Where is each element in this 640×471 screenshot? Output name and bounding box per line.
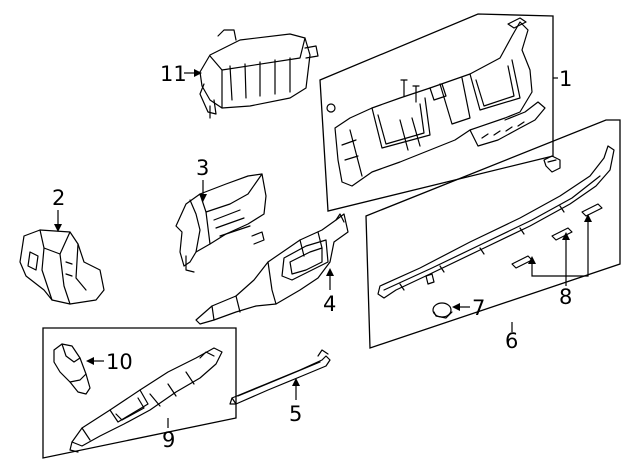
part-2-side-bracket xyxy=(19,229,105,305)
part-3-support-bracket xyxy=(175,173,267,273)
arrow-8c xyxy=(584,214,592,222)
arrow-7 xyxy=(452,303,460,311)
callout-10: 10 xyxy=(106,350,133,374)
arrow-5 xyxy=(292,378,300,386)
part-1-dash-frame xyxy=(326,17,546,187)
part-11-airbag-module xyxy=(199,29,319,119)
arrow-4 xyxy=(326,268,334,276)
callout-8: 8 xyxy=(559,285,572,309)
group-box-6 xyxy=(365,119,621,349)
arrow-3 xyxy=(199,194,207,202)
callout-4: 4 xyxy=(323,292,336,316)
arrow-10 xyxy=(86,357,94,365)
leader-8 xyxy=(531,238,567,277)
leader-8b xyxy=(566,220,589,277)
part-10-latch xyxy=(53,343,91,395)
callout-2: 2 xyxy=(52,186,65,210)
arrow-11 xyxy=(194,69,202,77)
arrow-8a xyxy=(528,256,536,264)
callout-1: 1 xyxy=(559,67,572,91)
part-5-trim-strip xyxy=(229,349,331,405)
group-box-1 xyxy=(319,13,554,212)
part-6-lower-panel xyxy=(377,145,615,299)
callout-11: 11 xyxy=(160,62,187,86)
group-box-9 xyxy=(42,327,237,459)
arrow-2 xyxy=(54,224,62,232)
arrow-8b xyxy=(562,232,570,240)
callout-5: 5 xyxy=(289,402,302,426)
part-4-center-bezel xyxy=(195,213,349,325)
part-7-knob xyxy=(432,302,453,319)
callout-6: 6 xyxy=(505,329,518,353)
callout-7: 7 xyxy=(472,296,485,320)
callout-9: 9 xyxy=(162,428,175,452)
part-9-glove-box xyxy=(69,347,223,453)
callout-3: 3 xyxy=(196,156,209,180)
